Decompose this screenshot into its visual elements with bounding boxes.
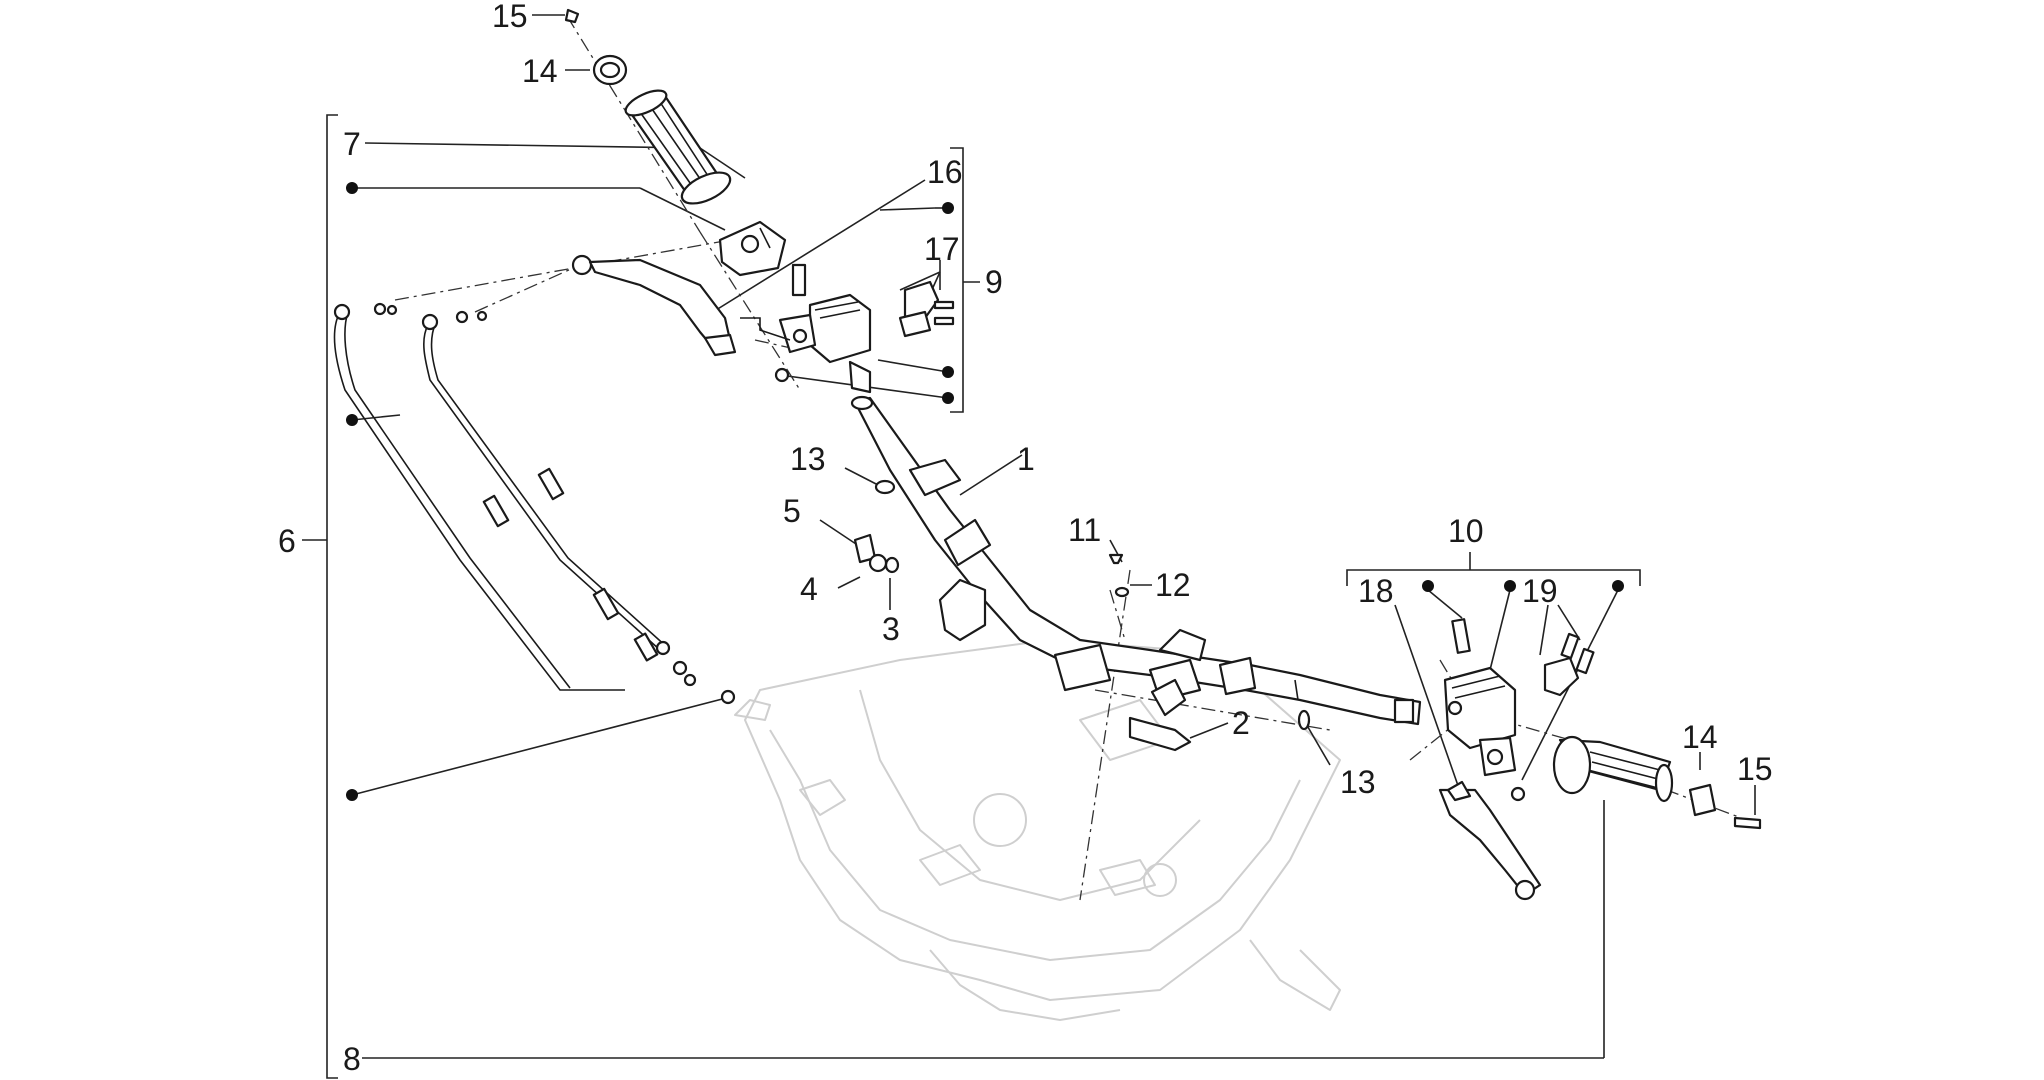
callout-1: 1 (1017, 441, 1035, 477)
callout-13-top: 13 (790, 441, 826, 477)
callout-15-bottom: 15 (1737, 751, 1773, 787)
callout-18: 18 (1358, 573, 1394, 609)
dot-5 (346, 414, 358, 426)
small-parts (853, 479, 1311, 752)
dot-7 (1504, 580, 1516, 592)
right-master-cylinder (1443, 618, 1595, 802)
right-grip (1552, 735, 1762, 830)
callout-6: 6 (278, 523, 296, 559)
callout-7: 7 (343, 126, 361, 162)
leader-lines (351, 14, 1756, 1059)
callout-3: 3 (882, 611, 900, 647)
callout-9: 9 (985, 264, 1003, 300)
callout-12: 12 (1155, 567, 1191, 603)
callout-10: 10 (1448, 513, 1484, 549)
dot-9 (346, 789, 358, 801)
group-brackets (302, 114, 1641, 1079)
callout-4: 4 (800, 571, 818, 607)
callout-14-top: 14 (522, 53, 558, 89)
callout-13-bottom: 13 (1340, 764, 1376, 800)
left-brake-lever (571, 254, 737, 357)
callout-17: 17 (924, 231, 960, 267)
callout-19: 19 (1522, 573, 1558, 609)
handlebar (850, 395, 1422, 726)
left-master-cylinder (740, 263, 955, 394)
dot-8 (1612, 580, 1624, 592)
throttle-housing (718, 220, 787, 277)
throttle-cables (333, 302, 736, 705)
callout-15-top: 15 (492, 0, 528, 34)
callout-5: 5 (783, 493, 801, 529)
scooter-frame-outline (734, 639, 1341, 1021)
callout-14-bottom: 14 (1682, 719, 1718, 755)
left-grip (624, 89, 732, 205)
callout-labels: 15 14 7 16 17 9 6 13 1 5 4 3 11 12 10 18… (278, 0, 1773, 1077)
reference-dots (346, 182, 1624, 801)
callout-11: 11 (1068, 512, 1101, 548)
right-brake-lever (1438, 780, 1542, 901)
left-end-cap (564, 8, 628, 86)
dot-2 (942, 202, 954, 214)
callout-2: 2 (1232, 705, 1250, 741)
callout-16: 16 (927, 154, 963, 190)
dot-1 (346, 182, 358, 194)
dot-3 (942, 366, 954, 378)
dot-6 (1422, 580, 1434, 592)
callout-8: 8 (343, 1041, 361, 1077)
dot-4 (942, 392, 954, 404)
